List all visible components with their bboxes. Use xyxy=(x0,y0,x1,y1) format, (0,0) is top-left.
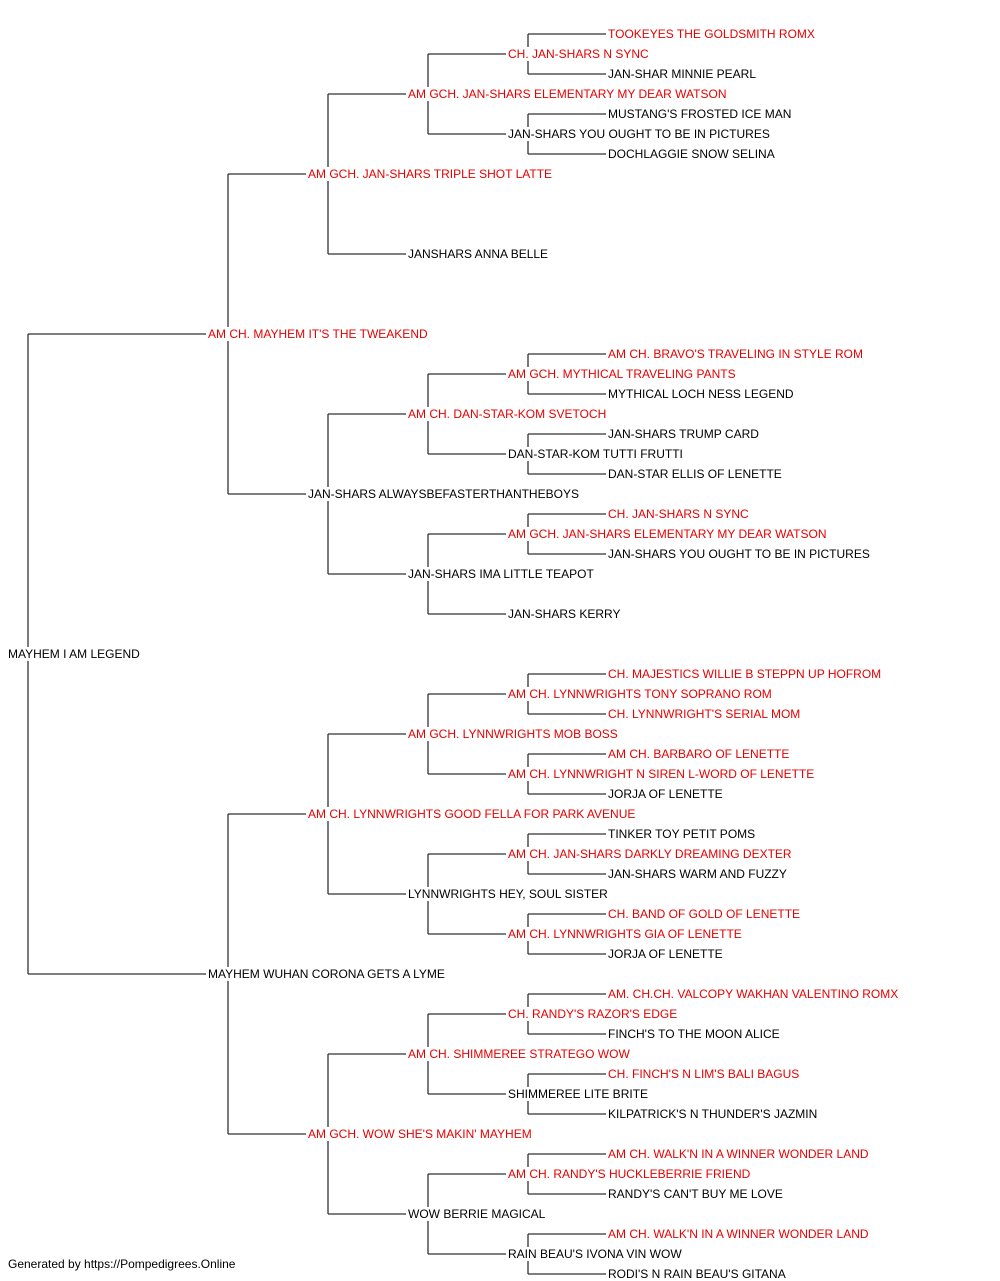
pedigree-entry-gen-2: AM GCH. WOW SHE'S MAKIN' MAYHEM xyxy=(308,1127,534,1141)
pedigree-entry-gen-1: AM CH. MAYHEM IT'S THE TWEAKEND xyxy=(208,327,430,341)
pedigree-entry-gen-5: FINCH'S TO THE MOON ALICE xyxy=(608,1027,782,1041)
pedigree-entry-gen-5: CH. JAN-SHARS N SYNC xyxy=(608,507,751,521)
pedigree-entry-gen-4: AM GCH. JAN-SHARS ELEMENTARY MY DEAR WAT… xyxy=(508,527,829,541)
pedigree-entry-gen-4: RAIN BEAU'S IVONA VIN WOW xyxy=(508,1247,684,1261)
pedigree-entry-gen-5: TOOKEYES THE GOLDSMITH ROMX xyxy=(608,27,817,41)
pedigree-entry-gen-5: TINKER TOY PETIT POMS xyxy=(608,827,758,841)
pedigree-entry-gen-5: CH. FINCH'S N LIM'S BALI BAGUS xyxy=(608,1067,802,1081)
pedigree-entry-gen-5: MYTHICAL LOCH NESS LEGEND xyxy=(608,387,796,401)
pedigree-entry-gen-5: JAN-SHAR MINNIE PEARL xyxy=(608,67,759,81)
pedigree-entry-gen-3: AM GCH. LYNNWRIGHTS MOB BOSS xyxy=(408,727,620,741)
pedigree-entry-gen-5: RANDY'S CAN'T BUY ME LOVE xyxy=(608,1187,785,1201)
pedigree-entry-gen-5: AM. CH.CH. VALCOPY WAKHAN VALENTINO ROMX xyxy=(608,987,901,1001)
pedigree-entry-gen-0: MAYHEM I AM LEGEND xyxy=(8,647,142,661)
pedigree-entry-gen-4: CH. RANDY'S RAZOR'S EDGE xyxy=(508,1007,680,1021)
pedigree-entry-gen-5: AM CH. BRAVO'S TRAVELING IN STYLE ROM xyxy=(608,347,866,361)
pedigree-entry-gen-5: JORJA OF LENETTE xyxy=(608,947,725,961)
pedigree-entry-gen-3: AM CH. DAN-STAR-KOM SVETOCH xyxy=(408,407,609,421)
pedigree-entry-gen-4: CH. JAN-SHARS N SYNC xyxy=(508,47,651,61)
pedigree-entry-gen-4: JAN-SHARS YOU OUGHT TO BE IN PICTURES xyxy=(508,127,772,141)
pedigree-entry-gen-5: AM CH. WALK'N IN A WINNER WONDER LAND xyxy=(608,1227,871,1241)
pedigree-entry-gen-4: AM CH. RANDY'S HUCKLEBERRIE FRIEND xyxy=(508,1167,753,1181)
pedigree-entry-gen-3: JANSHARS ANNA BELLE xyxy=(408,247,551,261)
pedigree-entry-gen-1: MAYHEM WUHAN CORONA GETS A LYME xyxy=(208,967,447,981)
pedigree-entry-gen-5: JAN-SHARS YOU OUGHT TO BE IN PICTURES xyxy=(608,547,872,561)
pedigree-entry-gen-3: LYNNWRIGHTS HEY, SOUL SISTER xyxy=(408,887,610,901)
pedigree-entry-gen-4: AM CH. JAN-SHARS DARKLY DREAMING DEXTER xyxy=(508,847,794,861)
pedigree-entry-gen-5: MUSTANG'S FROSTED ICE MAN xyxy=(608,107,794,121)
footer-credit: Generated by https://Pompedigrees.Online xyxy=(8,1257,236,1271)
pedigree-entry-gen-5: AM CH. WALK'N IN A WINNER WONDER LAND xyxy=(608,1147,871,1161)
pedigree-entry-gen-5: CH. LYNNWRIGHT'S SERIAL MOM xyxy=(608,707,803,721)
pedigree-entry-gen-3: AM CH. SHIMMEREE STRATEGO WOW xyxy=(408,1047,632,1061)
pedigree-entry-gen-5: JAN-SHARS WARM AND FUZZY xyxy=(608,867,789,881)
pedigree-entry-gen-3: WOW BERRIE MAGICAL xyxy=(408,1207,548,1221)
pedigree-entry-gen-2: AM GCH. JAN-SHARS TRIPLE SHOT LATTE xyxy=(308,167,555,181)
pedigree-entry-gen-4: AM CH. LYNNWRIGHT N SIREN L-WORD OF LENE… xyxy=(508,767,817,781)
pedigree-entry-gen-5: AM CH. BARBARO OF LENETTE xyxy=(608,747,792,761)
pedigree-entry-gen-5: CH. MAJESTICS WILLIE B STEPPN UP HOFROM xyxy=(608,667,884,681)
pedigree-entry-gen-5: JAN-SHARS TRUMP CARD xyxy=(608,427,761,441)
pedigree-entry-gen-4: AM CH. LYNNWRIGHTS GIA OF LENETTE xyxy=(508,927,744,941)
pedigree-entry-gen-2: AM CH. LYNNWRIGHTS GOOD FELLA FOR PARK A… xyxy=(308,807,638,821)
pedigree-entry-gen-4: AM CH. LYNNWRIGHTS TONY SOPRANO ROM xyxy=(508,687,774,701)
pedigree-entry-gen-4: AM GCH. MYTHICAL TRAVELING PANTS xyxy=(508,367,738,381)
pedigree-entry-gen-2: JAN-SHARS ALWAYSBEFASTERTHANTHEBOYS xyxy=(308,487,581,501)
pedigree-entry-gen-5: RODI'S N RAIN BEAU'S GITANA xyxy=(608,1267,788,1281)
pedigree-entry-gen-4: JAN-SHARS KERRY xyxy=(508,607,623,621)
pedigree-entry-gen-5: CH. BAND OF GOLD OF LENETTE xyxy=(608,907,803,921)
pedigree-entry-gen-5: DAN-STAR ELLIS OF LENETTE xyxy=(608,467,784,481)
pedigree-entry-gen-5: KILPATRICK'S N THUNDER'S JAZMIN xyxy=(608,1107,820,1121)
pedigree-entry-gen-4: SHIMMEREE LITE BRITE xyxy=(508,1087,651,1101)
pedigree-entry-gen-3: JAN-SHARS IMA LITTLE TEAPOT xyxy=(408,567,596,581)
pedigree-entry-gen-5: DOCHLAGGIE SNOW SELINA xyxy=(608,147,777,161)
pedigree-entry-gen-4: DAN-STAR-KOM TUTTI FRUTTI xyxy=(508,447,685,461)
pedigree-entry-gen-3: AM GCH. JAN-SHARS ELEMENTARY MY DEAR WAT… xyxy=(408,87,729,101)
pedigree-entry-gen-5: JORJA OF LENETTE xyxy=(608,787,725,801)
